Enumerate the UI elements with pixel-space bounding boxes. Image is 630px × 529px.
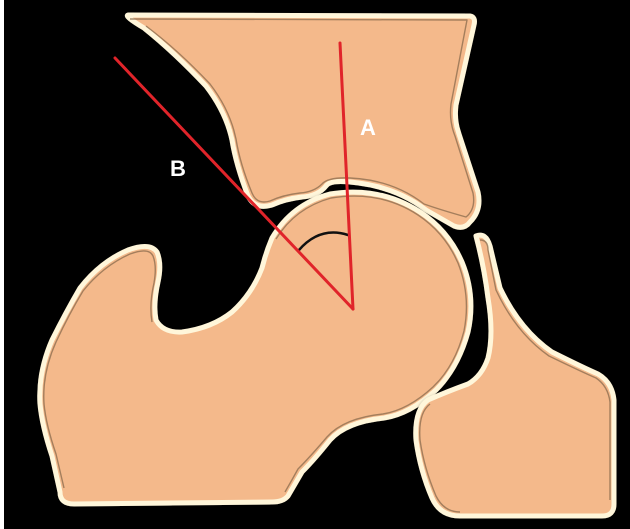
line-b-label: B <box>170 156 186 181</box>
line-a-label: A <box>360 115 376 140</box>
